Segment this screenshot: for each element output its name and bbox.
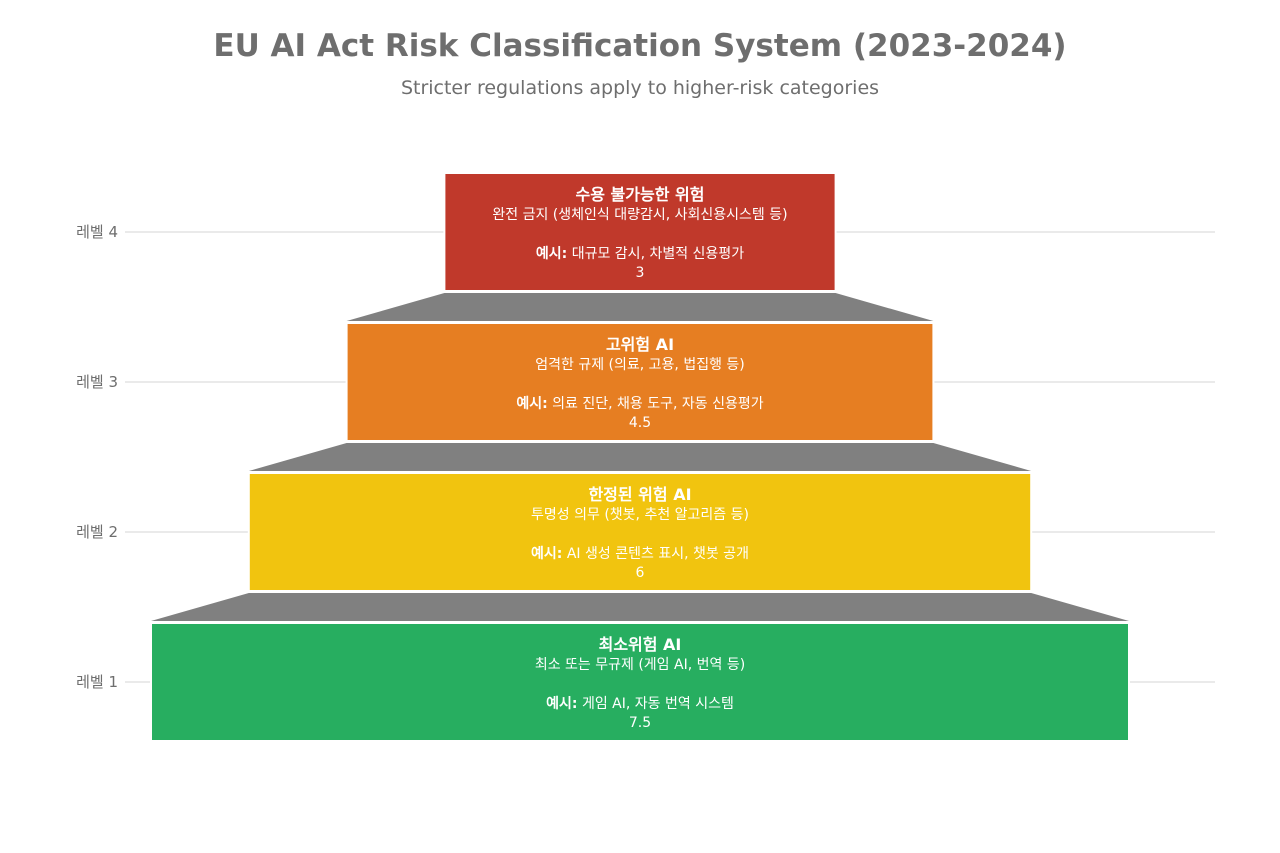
example-prefix: 예시: — [536, 246, 567, 262]
connector-trapezoid — [151, 593, 1129, 621]
bar-value-label: 6 — [636, 565, 645, 581]
bar-1 — [150, 622, 1130, 742]
bar-description: 완전 금지 (생체인식 대량감시, 사회신용시스템 등) — [492, 207, 787, 223]
bar-description: 엄격한 규제 (의료, 고용, 법집행 등) — [535, 357, 745, 373]
example-prefix: 예시: — [546, 696, 577, 712]
bar-3 — [345, 322, 935, 442]
bar-value-label: 4.5 — [629, 415, 651, 431]
bar-description: 최소 또는 무규제 (게임 AI, 번역 등) — [535, 657, 745, 673]
bar-name: 최소위험 AI — [599, 635, 682, 654]
level-label: 레벨 4 — [76, 223, 118, 241]
bar-description: 투명성 의무 (챗봇, 추천 알고리즘 등) — [531, 507, 749, 523]
bars: 최소위험 AI 최소 또는 무규제 (게임 AI, 번역 등) 예시: 게임 AI,… — [150, 172, 1130, 742]
level-label: 레벨 1 — [76, 673, 118, 691]
bar-value-label: 3 — [636, 265, 645, 281]
example-prefix: 예시: — [531, 546, 562, 562]
example-text: 게임 AI, 자동 번역 시스템 — [578, 696, 734, 712]
bar-name: 수용 불가능한 위험 — [576, 185, 705, 204]
example-prefix: 예시: — [516, 396, 547, 412]
bar-value-label: 7.5 — [629, 715, 651, 731]
bar-name: 한정된 위험 AI — [588, 485, 691, 504]
chart-title: EU AI Act Risk Classification System (20… — [213, 28, 1066, 64]
bar-example: 예시: 대규모 감시, 차별적 신용평가 — [536, 246, 744, 262]
bar-example: 예시: AI 생성 콘텐츠 표시, 챗봇 공개 — [531, 546, 749, 562]
example-text: AI 생성 콘텐츠 표시, 챗봇 공개 — [562, 546, 749, 562]
example-text: 대규모 감시, 차별적 신용평가 — [567, 246, 744, 262]
level-label: 레벨 2 — [76, 523, 118, 541]
example-text: 의료 진단, 채용 도구, 자동 신용평가 — [548, 396, 764, 412]
level-label: 레벨 3 — [76, 373, 118, 391]
bar-name: 고위험 AI — [606, 335, 674, 354]
bar-4 — [443, 172, 837, 292]
connector-trapezoid — [248, 443, 1032, 471]
connector-trapezoid — [346, 293, 934, 321]
bar-2 — [247, 472, 1033, 592]
connectors — [151, 293, 1129, 621]
level-labels: 레벨 1 레벨 2 레벨 3 레벨 4 — [76, 223, 118, 691]
chart-subtitle: Stricter regulations apply to higher-ris… — [401, 77, 879, 99]
bar-example: 예시: 의료 진단, 채용 도구, 자동 신용평가 — [516, 396, 763, 412]
bar-example: 예시: 게임 AI, 자동 번역 시스템 — [546, 696, 734, 712]
